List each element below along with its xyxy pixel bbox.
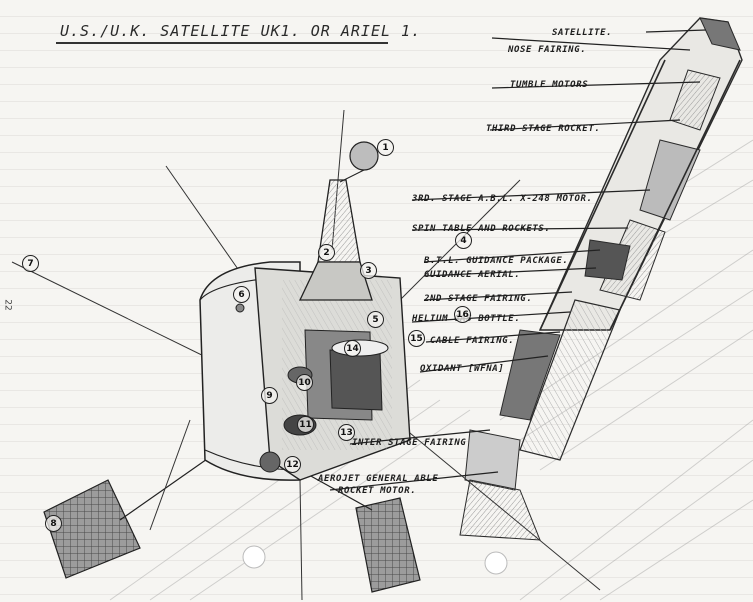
- solar-paddle-bottom: [299, 469, 421, 593]
- label-cable-fairing: CABLE FAIRING.: [430, 336, 515, 346]
- label-third-stage-motor: 3RD. STAGE A.B.L. X-248 MOTOR.: [412, 194, 593, 204]
- binder-holes: [242, 545, 508, 575]
- label-tumble-motors: TUMBLE MOTORS: [510, 80, 589, 90]
- marker-14: 14: [344, 340, 361, 357]
- marker-7: 7: [22, 255, 39, 272]
- marker-5: 5: [367, 311, 384, 328]
- title-underline: [56, 42, 388, 44]
- label-aerojet-line1: AEROJET GENERAL ABLE: [318, 474, 439, 484]
- page-mark: 22: [2, 299, 13, 311]
- solar-paddle-left: [43, 449, 221, 579]
- label-second-stage-fairing: 2ND STAGE FAIRING.: [424, 294, 533, 304]
- label-oxidant: OXIDANT [WFNA]: [420, 364, 505, 374]
- marker-9: 9: [261, 387, 278, 404]
- marker-2: 2: [318, 244, 335, 261]
- marker-13: 13: [338, 424, 355, 441]
- marker-10: 10: [296, 374, 313, 391]
- marker-15: 15: [408, 330, 425, 347]
- label-guidance-aerial: GUIDANCE AERIAL.: [424, 270, 521, 280]
- probe-mast: [298, 141, 379, 301]
- diagram-title: U.S./U.K. SATELLITE UK1. OR ARIEL 1.: [60, 22, 422, 40]
- leader-lines: [329, 29, 707, 491]
- label-spin-table: SPIN TABLE AND ROCKETS.: [412, 224, 551, 234]
- label-nose-fairing: NOSE FAIRING.: [508, 45, 587, 55]
- marker-8: 8: [45, 515, 62, 532]
- marker-16: 16: [454, 306, 471, 323]
- marker-3: 3: [360, 262, 377, 279]
- marker-1: 1: [377, 139, 394, 156]
- marker-4: 4: [455, 232, 472, 249]
- label-btl-guidance: B.T.L. GUIDANCE PACKAGE.: [424, 256, 569, 266]
- label-aerojet-line2: ROCKET MOTOR.: [338, 486, 417, 496]
- label-interstage-fairing: INTER STAGE FAIRING: [352, 438, 467, 448]
- label-satellite: SATELLITE.: [552, 28, 613, 38]
- marker-11: 11: [297, 416, 314, 433]
- marker-12: 12: [284, 456, 301, 473]
- label-third-stage-rocket: THIRD STAGE ROCKET.: [486, 124, 601, 134]
- rocket-cutaway: [459, 17, 743, 541]
- marker-6: 6: [233, 286, 250, 303]
